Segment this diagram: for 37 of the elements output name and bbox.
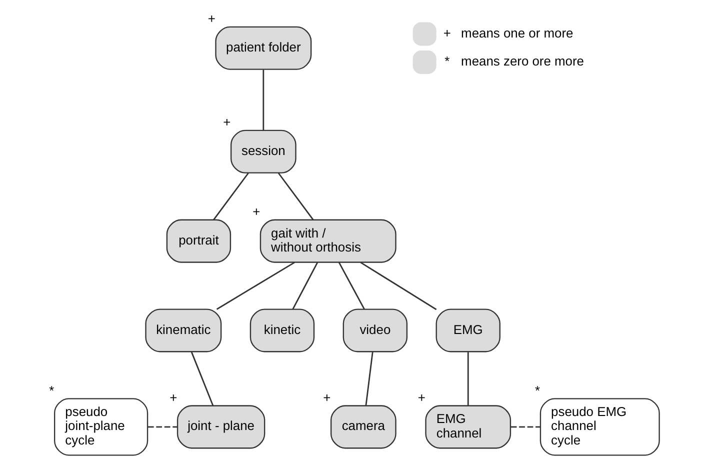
node-box: kinematic bbox=[144, 308, 222, 352]
label: + bbox=[442, 25, 450, 40]
node-box: kinetic bbox=[249, 308, 314, 352]
node-label: * bbox=[534, 382, 540, 398]
connector bbox=[262, 70, 264, 130]
node-label: * bbox=[48, 382, 54, 398]
connector bbox=[147, 426, 177, 428]
connector bbox=[364, 352, 373, 406]
node-box: pseudo EMG channel cycle bbox=[539, 398, 660, 456]
legend-label: means zero ore more bbox=[460, 54, 584, 69]
node-box: portrait bbox=[166, 219, 231, 263]
node-label: + bbox=[222, 114, 230, 130]
connector bbox=[292, 262, 318, 310]
node-label: + bbox=[252, 204, 260, 220]
connector bbox=[338, 262, 364, 310]
node-box: patient folder bbox=[214, 26, 312, 70]
node-label: + bbox=[322, 390, 330, 405]
node-box: EMG bbox=[435, 308, 500, 352]
node-label: + bbox=[207, 11, 215, 26]
node-box: camera bbox=[330, 405, 396, 449]
node-label: + bbox=[169, 390, 177, 405]
label: * bbox=[444, 54, 450, 69]
node-box: session bbox=[230, 130, 296, 174]
node-box: gait with / without orthosis bbox=[259, 219, 396, 263]
connector bbox=[216, 262, 294, 310]
legend-label: means one or more bbox=[460, 25, 573, 40]
node-box: video bbox=[342, 308, 408, 352]
connector bbox=[277, 172, 314, 220]
node-box: EMG channel bbox=[424, 405, 511, 449]
connector bbox=[510, 426, 540, 428]
connector bbox=[190, 352, 214, 406]
connector bbox=[466, 352, 468, 406]
connector bbox=[360, 262, 436, 310]
node-box: joint - plane bbox=[176, 405, 265, 449]
node-box: pseudo joint-plane cycle bbox=[54, 398, 148, 456]
node-label: + bbox=[417, 390, 425, 405]
connector bbox=[212, 172, 248, 220]
